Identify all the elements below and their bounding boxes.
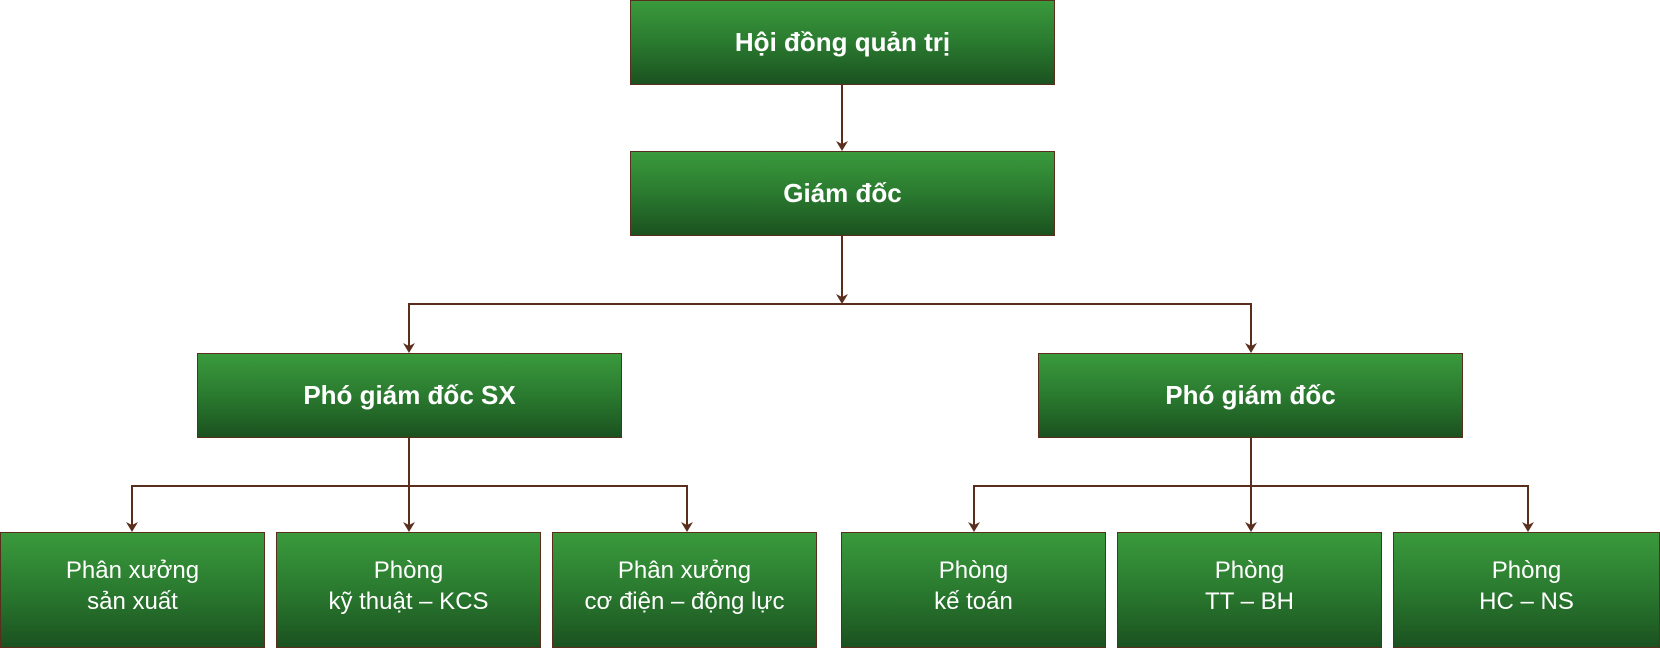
node-accounting-dept: Phòng kế toán — [841, 532, 1106, 648]
connector-split-vps — [408, 303, 1252, 351]
node-production-workshop-line2: sản xuất — [87, 588, 178, 615]
node-vp-production: Phó giám đốc SX — [197, 353, 622, 438]
node-vp-label: Phó giám đốc — [1165, 380, 1336, 410]
node-hr-admin-dept-line2: HC – NS — [1479, 588, 1574, 615]
node-hr-admin-dept: Phòng HC – NS — [1393, 532, 1660, 648]
node-accounting-dept-line1: Phòng — [938, 557, 1009, 584]
node-director-label: Giám đốc — [783, 178, 902, 208]
node-accounting-dept-line2: kế toán — [934, 588, 1013, 615]
node-production-workshop-line1: Phân xưởng — [65, 557, 200, 584]
node-electromechanical-workshop-line1: Phân xưởng — [617, 557, 752, 584]
node-board-label: Hội đồng quản trị — [734, 27, 951, 57]
node-production-workshop: Phân xưởng sản xuất — [0, 532, 265, 648]
node-board-of-directors: Hội đồng quản trị — [630, 0, 1055, 85]
node-hr-admin-dept-line1: Phòng — [1491, 557, 1562, 584]
node-electromechanical-workshop-line2: cơ điện – động lực — [584, 588, 785, 615]
connector-vp-branch — [973, 485, 1529, 530]
node-technical-qc-dept-line1: Phòng — [373, 557, 444, 584]
node-director: Giám đốc — [630, 151, 1055, 236]
connector-vp-sx-branch — [131, 485, 688, 530]
node-electromechanical-workshop: Phân xưởng cơ điện – động lực — [552, 532, 817, 648]
node-sales-dept: Phòng TT – BH — [1117, 532, 1382, 648]
node-vp-production-label: Phó giám đốc SX — [303, 380, 516, 410]
node-vp: Phó giám đốc — [1038, 353, 1463, 438]
node-sales-dept-line1: Phòng — [1214, 557, 1285, 584]
node-technical-qc-dept: Phòng kỹ thuật – KCS — [276, 532, 541, 648]
node-sales-dept-line2: TT – BH — [1205, 588, 1294, 615]
node-technical-qc-dept-line2: kỹ thuật – KCS — [328, 588, 489, 615]
